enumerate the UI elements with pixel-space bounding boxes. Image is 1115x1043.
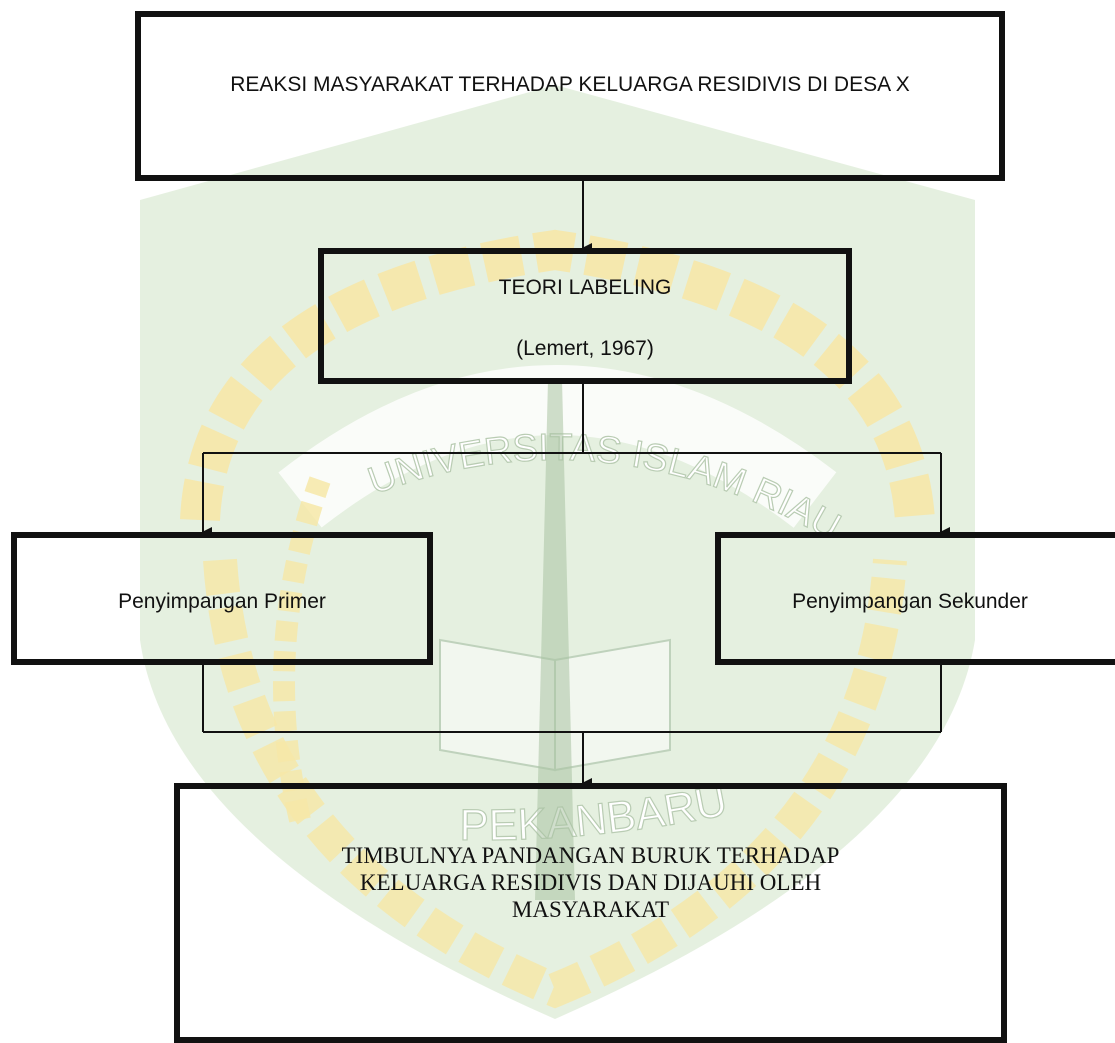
theory-box: TEORI LABELING (Lemert, 1967) bbox=[318, 248, 852, 384]
primary-deviation-box: Penyimpangan Primer bbox=[11, 532, 433, 665]
result-text: TIMBULNYA PANDANGAN BURUK TERHADAP KELUA… bbox=[210, 842, 971, 923]
seal-rope-ring-lower bbox=[203, 558, 907, 1009]
top-box: REAKSI MASYARAKAT TERHADAP KELUARGA RESI… bbox=[135, 11, 1005, 181]
top-box-text: REAKSI MASYARAKAT TERHADAP KELUARGA RESI… bbox=[230, 73, 910, 96]
result-line-2: KELUARGA RESIDIVIS DAN DIJAUHI OLEH bbox=[359, 870, 822, 895]
theory-title: TEORI LABELING bbox=[498, 276, 672, 299]
result-line-1: TIMBULNYA PANDANGAN BURUK TERHADAP bbox=[341, 843, 840, 868]
secondary-deviation-box: Penyimpangan Sekunder bbox=[715, 532, 1115, 665]
primary-deviation-text: Penyimpangan Primer bbox=[118, 590, 326, 613]
result-line-3: MASYARAKAT bbox=[511, 897, 670, 922]
secondary-deviation-text: Penyimpangan Sekunder bbox=[792, 590, 1028, 613]
connector-lines bbox=[202, 181, 950, 788]
result-box: TIMBULNYA PANDANGAN BURUK TERHADAP KELUA… bbox=[174, 783, 1007, 1043]
seal-torch-icon bbox=[535, 380, 575, 900]
theory-citation: (Lemert, 1967) bbox=[516, 337, 654, 360]
seal-grain-stalk-left bbox=[273, 476, 331, 823]
